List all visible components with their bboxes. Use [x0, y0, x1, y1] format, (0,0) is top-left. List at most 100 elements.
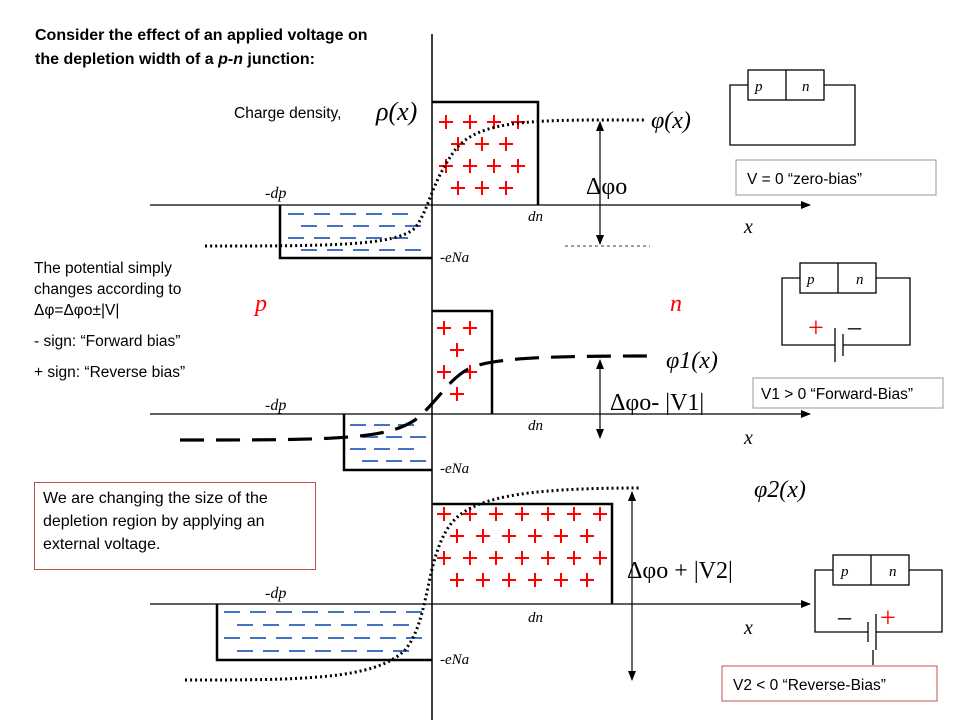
- plus-charge: [580, 573, 594, 587]
- plus-charge: [489, 551, 503, 565]
- plus-charge: [528, 573, 542, 587]
- p-region-label: p: [253, 291, 267, 317]
- battery-minus-3: –: [837, 602, 852, 631]
- plus-charge: [593, 551, 607, 565]
- delta-phi-label-2: Δφo- |V1|: [610, 390, 704, 416]
- phi-label-3: φ2(x): [754, 477, 806, 503]
- plus-charge: [437, 365, 451, 379]
- dn-label-2: dn: [528, 418, 543, 434]
- bias-note-text: The potential simply changes according t…: [34, 260, 182, 319]
- delta-phi-label-3: Δφo + |V2|: [627, 558, 733, 584]
- plus-charge: [463, 551, 477, 565]
- negative-charges-2: [350, 424, 426, 462]
- circuit-3-n: n: [889, 564, 897, 580]
- bias-formula: Δφ=Δφo±|V|: [34, 302, 120, 319]
- x-axis-label-2: x: [743, 427, 753, 449]
- plus-charge: [593, 507, 607, 521]
- depletion-note-box: We are changing the size of the depletio…: [34, 482, 316, 570]
- n-charge-block-1: [432, 100, 540, 205]
- heading-line-2: the depletion width of a p-n junction:: [35, 51, 315, 68]
- neg-eNa-label-2: -eNa: [440, 461, 469, 477]
- potential-curve-zero-bias: [204, 118, 646, 248]
- circuit-1-n: n: [802, 79, 810, 95]
- plus-charge: [451, 137, 465, 151]
- bias-box-3: [721, 665, 938, 702]
- neg-dp-label-1: -dp: [265, 185, 286, 202]
- plus-charge: [450, 573, 464, 587]
- x-axis-label-3: x: [743, 617, 753, 639]
- negative-charges-1: [288, 213, 421, 251]
- panel-zero-bias: x φ(x) Δφo -dp dn -eNa: [150, 100, 811, 266]
- plus-charge: [463, 321, 477, 335]
- potential-curve-forward-bias: [179, 354, 656, 442]
- plus-charge: [475, 137, 489, 151]
- plus-charge: [528, 529, 542, 543]
- plus-charge: [487, 159, 501, 173]
- forward-sign-note: - sign: “Forward bias”: [34, 333, 181, 350]
- rho-symbol: ρ(x): [375, 97, 417, 126]
- plus-charge: [476, 529, 490, 543]
- phi-label-1: φ(x): [651, 108, 691, 134]
- circuit-3-p: p: [840, 564, 849, 580]
- bias-box-2: [752, 377, 944, 409]
- n-charge-block-2: [432, 309, 494, 414]
- circuit-1-p: p: [754, 79, 763, 95]
- plus-charge: [439, 115, 453, 129]
- bias-box-1: [735, 159, 937, 196]
- plus-charge: [515, 551, 529, 565]
- dn-label-3: dn: [528, 610, 543, 626]
- p-charge-block-3: [215, 604, 432, 662]
- plus-charge: [567, 551, 581, 565]
- plus-charge: [463, 115, 477, 129]
- positive-charges-2: [437, 321, 477, 401]
- panel-forward-bias: x φ1(x) Δφo- |V1| -dp dn -eNa: [150, 309, 811, 477]
- plus-charge: [541, 551, 555, 565]
- neg-eNa-label-3: -eNa: [440, 652, 469, 668]
- n-region-label: n: [670, 291, 682, 317]
- bias-note: The potential simply changes according t…: [34, 258, 224, 393]
- phi-label-2: φ1(x): [666, 348, 718, 374]
- positive-charges-3: [437, 507, 607, 587]
- heading: Consider the effect of an applied voltag…: [35, 24, 455, 72]
- plus-charge: [567, 507, 581, 521]
- circuit-2-n: n: [856, 272, 864, 288]
- plus-charge: [450, 387, 464, 401]
- reverse-sign-note: + sign: “Reverse bias”: [34, 364, 186, 381]
- x-axis-label-1: x: [743, 216, 753, 238]
- neg-dp-label-3: -dp: [265, 585, 286, 602]
- potential-curve-reverse-bias: [184, 486, 641, 682]
- circuit-forward-bias: [781, 262, 911, 362]
- plus-charge: [502, 529, 516, 543]
- n-charge-block-3: [432, 502, 614, 604]
- dn-label-1: dn: [528, 209, 543, 225]
- p-charge-block-2: [342, 414, 432, 472]
- plus-charge: [541, 507, 555, 521]
- bias-label-2: V1 > 0 “Forward-Bias”: [761, 386, 913, 403]
- circuit-zero-bias: [729, 69, 856, 146]
- p-charge-block-1: [278, 205, 432, 260]
- heading-line-1: Consider the effect of an applied voltag…: [35, 27, 368, 44]
- plus-charge: [451, 181, 465, 195]
- negative-charges-3: [224, 611, 422, 652]
- neg-dp-label-2: -dp: [265, 397, 286, 414]
- plus-charge: [437, 507, 451, 521]
- plus-charge: [554, 573, 568, 587]
- plus-charge: [499, 137, 513, 151]
- plus-charge: [554, 529, 568, 543]
- circuit-reverse-bias: [814, 554, 943, 665]
- plus-charge: [475, 181, 489, 195]
- plus-charge: [489, 507, 503, 521]
- bias-label-3: V2 < 0 “Reverse-Bias”: [733, 677, 886, 694]
- plus-charge: [499, 181, 513, 195]
- charge-density-label: Charge density,: [234, 105, 341, 122]
- plus-charge: [450, 529, 464, 543]
- circuit-2-p: p: [806, 272, 815, 288]
- battery-plus-2: +: [808, 313, 824, 344]
- neg-eNa-label-1: -eNa: [440, 250, 469, 266]
- panel-reverse-bias: x φ2(x) Δφo + |V2| -dp dn -eNa: [150, 477, 811, 682]
- plus-charge: [463, 159, 477, 173]
- positive-charges-1: [439, 115, 525, 195]
- plus-charge: [437, 551, 451, 565]
- plus-charge: [515, 507, 529, 521]
